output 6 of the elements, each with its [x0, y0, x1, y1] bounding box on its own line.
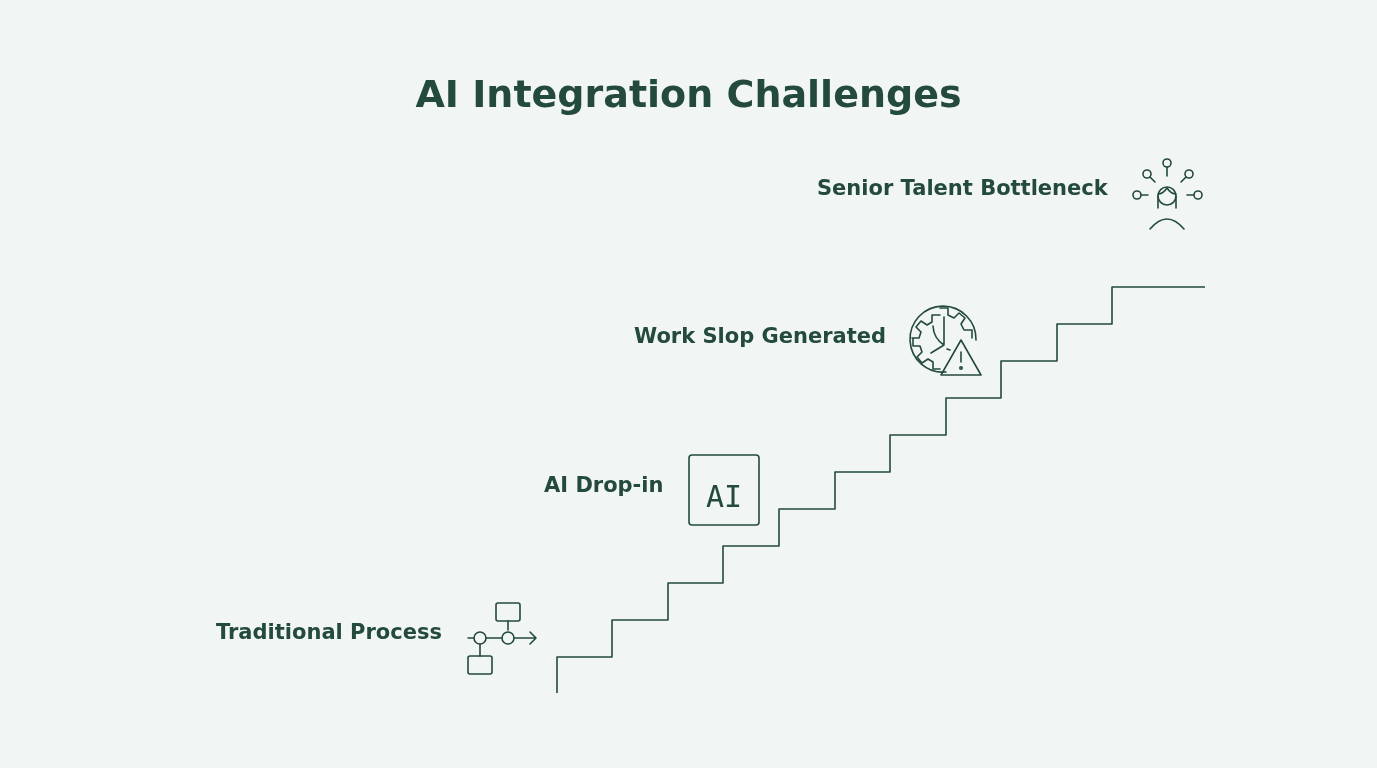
step-label: Traditional Process: [216, 619, 442, 645]
step-label: Work Slop Generated: [634, 323, 887, 349]
title: AI Integration Challenges: [414, 72, 963, 116]
step-label: Senior Talent Bottleneck: [817, 175, 1108, 201]
step-label: AI Drop-in: [544, 472, 664, 498]
icon-letters: AI: [706, 482, 743, 512]
